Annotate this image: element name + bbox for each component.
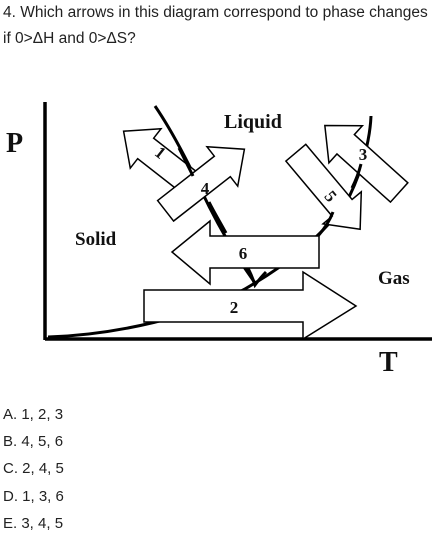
answer-choice-b[interactable]: B. 4, 5, 6 (3, 433, 64, 451)
pressure-axis-label: P (6, 128, 23, 159)
solid-label: Solid (75, 229, 117, 250)
arrow-3 (324, 124, 409, 204)
question-text: 4. Which arrows in this diagram correspo… (3, 4, 428, 47)
arrow-5 (284, 143, 363, 231)
arrow-2-label: 2 (230, 298, 239, 317)
arrow-2 (143, 270, 358, 341)
arrow-6 (170, 219, 320, 286)
answer-choice-a[interactable]: A. 1, 2, 3 (3, 406, 64, 423)
fusion-curve-overlay-2 (177, 147, 195, 177)
gas-label: Gas (378, 268, 410, 289)
arrow-6-label: 6 (239, 244, 248, 263)
fusion-curve-overlay (207, 201, 228, 234)
vaporization-curve-overlay (316, 211, 335, 237)
answer-choices: A. 1, 2, 3 B. 4, 5, 6 C. 2, 4, 5 D. 1, 3… (3, 401, 64, 537)
answer-choice-e[interactable]: E. 3, 4, 5 (3, 514, 64, 532)
arrow-4 (156, 145, 246, 223)
triple-point-overlay (246, 267, 268, 289)
temperature-axis-label: T (379, 347, 398, 378)
vaporization-curve-overlay-2 (350, 163, 363, 189)
phase-diagram: 1 4 3 5 6 2 Liquid Solid Gas P T (6, 102, 432, 378)
arrow-3-label: 3 (359, 145, 368, 164)
arrow-4-label: 4 (201, 179, 210, 198)
answer-choice-d[interactable]: D. 1, 3, 6 (3, 487, 64, 505)
liquid-label: Liquid (224, 111, 282, 133)
answer-choice-c[interactable]: C. 2, 4, 5 (3, 460, 64, 478)
